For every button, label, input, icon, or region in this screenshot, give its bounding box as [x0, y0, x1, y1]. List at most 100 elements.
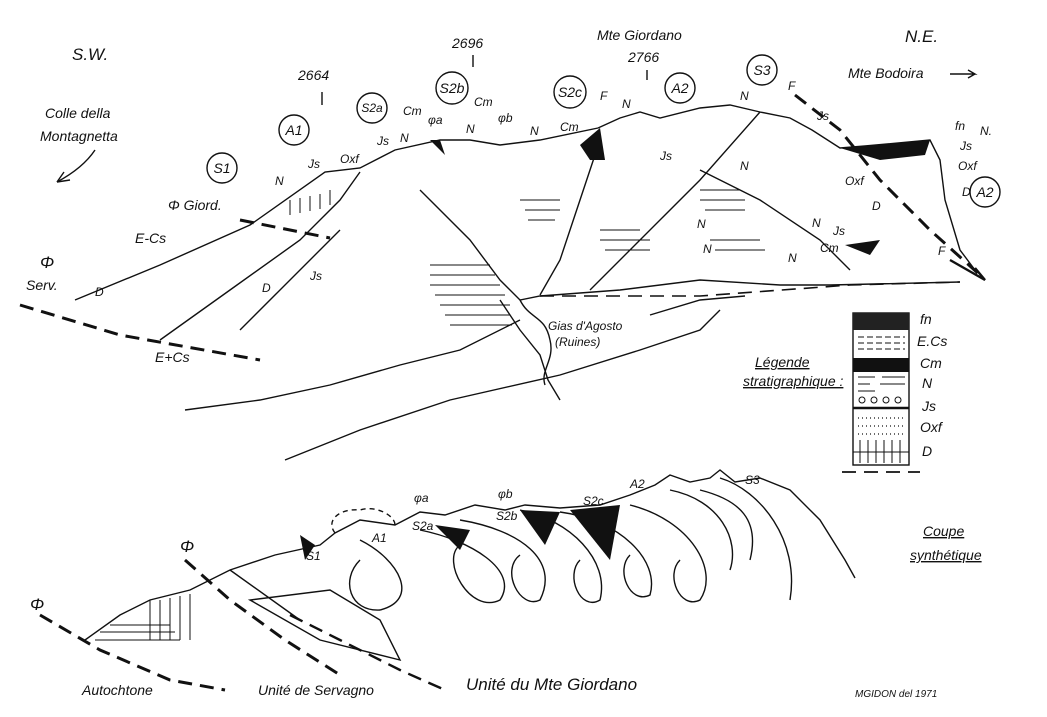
- unit-label: fn: [955, 119, 965, 133]
- unit-label: N: [275, 174, 284, 188]
- unit-servagno: Unité de Servagno: [258, 682, 374, 698]
- unit-label: Cm: [403, 104, 422, 118]
- unit-label: Cm: [474, 95, 493, 109]
- unit-label: Cm: [560, 120, 579, 134]
- unit-label: N: [812, 216, 821, 230]
- altitude-2766: 2766: [627, 49, 659, 65]
- section-title-2: synthétique: [910, 547, 982, 563]
- orientation-ne: N.E.: [905, 27, 938, 46]
- section-labels: φa S2a φb S2b S2c A2 S3 A1 S1 Φ Φ Coupe …: [30, 473, 982, 700]
- label-s2a: S2a: [361, 101, 383, 115]
- legend-title-1: Légende: [755, 354, 810, 370]
- unit-label: F: [600, 89, 608, 103]
- unit-label: Oxf: [340, 152, 360, 166]
- unit-autochtone: Autochtone: [81, 682, 153, 698]
- label-a2: A2: [670, 80, 688, 96]
- phi-serv-symbol: Φ: [40, 253, 54, 272]
- gias-label-2: (Ruines): [555, 335, 600, 349]
- unit-label: Js: [309, 269, 322, 283]
- unit-label: Cm: [820, 241, 839, 255]
- orientation-sw: S.W.: [72, 45, 108, 64]
- unit-label: F: [788, 79, 796, 93]
- circle-s2c: S2c: [553, 75, 587, 109]
- circle-s2a: S2a: [356, 92, 388, 124]
- unit-label: N: [703, 242, 712, 256]
- stratigraphic-legend: Légende stratigraphique : fn E.Cs Cm N J…: [743, 311, 947, 473]
- unit-label: N: [400, 131, 409, 145]
- e-cs-label: E-Cs: [135, 230, 166, 246]
- unit-label: N.: [980, 124, 992, 138]
- unit-label: D: [95, 285, 104, 299]
- unit-label: N: [622, 97, 631, 111]
- legend-unit-oxf: Oxf: [920, 419, 944, 435]
- section-phi-2: Φ: [30, 595, 44, 614]
- label-a2-right: A2: [975, 184, 993, 200]
- unit-label: Js: [376, 134, 389, 148]
- section-s2b: S2b: [496, 509, 518, 523]
- section-phi-a: φa: [414, 491, 429, 505]
- label-a1: A1: [284, 122, 302, 138]
- altitude-2696: 2696: [451, 35, 483, 51]
- section-s3: S3: [745, 473, 760, 487]
- legend-unit-n: N: [922, 375, 933, 391]
- circle-a2: A2: [664, 72, 696, 104]
- legend-column: [842, 312, 920, 473]
- signature: MGIDON del 1971: [855, 689, 937, 700]
- label-s2c: S2c: [558, 84, 582, 100]
- circle-s1: S1: [206, 152, 238, 184]
- unit-label: N: [788, 251, 797, 265]
- unit-label: D: [872, 199, 881, 213]
- label-s3: S3: [753, 62, 770, 78]
- unit-label: F: [938, 244, 946, 258]
- section-s2c: S2c: [583, 494, 604, 508]
- unit-label: φa: [428, 113, 443, 127]
- circled-labels: S1 A1 S2a S2b S2c A2 S3 A2: [206, 54, 1001, 208]
- synthetic-section: [39, 469, 856, 692]
- unit-label: Oxf: [845, 174, 865, 188]
- unit-label: Js: [832, 224, 845, 238]
- section-a2: A2: [629, 477, 645, 491]
- unit-label: Js: [816, 109, 829, 123]
- section-phi-b: φb: [498, 487, 513, 501]
- unit-label: N: [466, 122, 475, 136]
- legend-unit-fn: fn: [920, 311, 932, 327]
- unit-mte-giordano: Unité du Mte Giordano: [466, 675, 637, 694]
- unit-label: Js: [307, 157, 320, 171]
- label-s1: S1: [213, 160, 230, 176]
- section-s2a: S2a: [412, 519, 434, 533]
- unit-label: D: [262, 281, 271, 295]
- section-title-1: Coupe: [923, 523, 964, 539]
- colle-label-1: Colle della: [45, 105, 111, 121]
- legend-unit-d: D: [922, 443, 932, 459]
- phi-giord-label: Φ Giord.: [168, 197, 222, 213]
- unit-label: N: [740, 159, 749, 173]
- section-phi-1: Φ: [180, 537, 194, 556]
- unit-label: Oxf: [958, 159, 978, 173]
- mte-bodoira-label: Mte Bodoira: [848, 65, 924, 81]
- altitude-2664: 2664: [297, 67, 329, 83]
- unit-label: D: [962, 185, 971, 199]
- panorama-labels: S.W. N.E. Colle della Montagnetta 2664 2…: [26, 27, 992, 365]
- unit-label: N: [530, 124, 539, 138]
- circle-a2-right: A2: [969, 176, 1001, 208]
- serv-label: Serv.: [26, 277, 58, 293]
- mte-giordano-label: Mte Giordano: [597, 27, 682, 43]
- circle-s2b: S2b: [435, 71, 469, 105]
- colle-label-2: Montagnetta: [40, 128, 118, 144]
- gias-label-1: Gias d'Agosto: [548, 319, 623, 333]
- legend-unit-js: Js: [921, 398, 936, 414]
- legend-unit-ecs: E.Cs: [917, 333, 947, 349]
- unit-label: N: [697, 217, 706, 231]
- legend-title-2: stratigraphique :: [743, 373, 844, 389]
- circle-s3: S3: [746, 54, 778, 86]
- label-s2b: S2b: [440, 80, 465, 96]
- section-s1: S1: [306, 549, 321, 563]
- unit-label: φb: [498, 111, 513, 125]
- legend-unit-cm: Cm: [920, 355, 942, 371]
- section-a1: A1: [371, 531, 387, 545]
- unit-label: N: [740, 89, 749, 103]
- panorama-landscape: [19, 55, 986, 461]
- e-plus-cs-label: E+Cs: [155, 349, 190, 365]
